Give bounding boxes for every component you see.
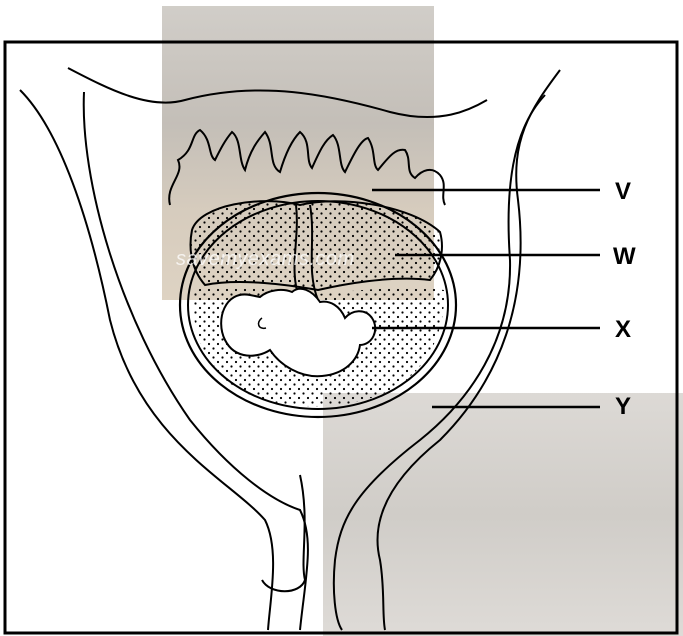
placenta — [191, 201, 442, 290]
watermark-text: savemyexams.com — [176, 248, 355, 271]
label-y: Y — [615, 393, 631, 421]
label-w: W — [613, 243, 636, 271]
label-v: V — [615, 178, 631, 206]
label-x: X — [615, 316, 631, 344]
cervix-left — [262, 475, 305, 591]
